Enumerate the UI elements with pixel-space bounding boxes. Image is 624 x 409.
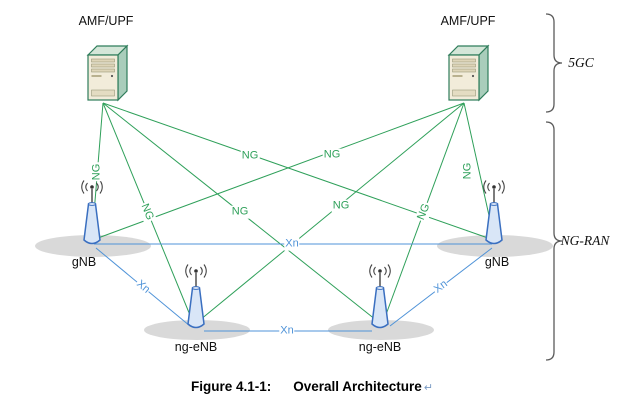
gnb-right-antenna-icon bbox=[483, 179, 505, 245]
node-shadow bbox=[437, 235, 553, 257]
ng-enb-right-label: ng-eNB bbox=[358, 339, 402, 354]
region-5gc-label: 5GC bbox=[568, 55, 594, 71]
amf-upf-left-label: AMF/UPF bbox=[78, 13, 134, 28]
ng-interface-label: NG bbox=[230, 205, 250, 219]
core-brace bbox=[545, 13, 563, 113]
region-ngran-label: NG-RAN bbox=[560, 233, 610, 249]
ng-interface-label: NG bbox=[322, 148, 342, 162]
amf-upf-left-server-icon bbox=[87, 45, 128, 101]
figure-number: Figure 4.1-1: bbox=[190, 379, 272, 394]
ng-interface-label: NG bbox=[90, 162, 104, 182]
node-shadow bbox=[144, 320, 250, 340]
xn-interface-label: Xn bbox=[279, 324, 295, 338]
figure-title-text: Overall Architecture bbox=[293, 379, 422, 394]
gnb-left-antenna-icon bbox=[81, 179, 103, 245]
ng-interface-label: NG bbox=[331, 199, 351, 213]
ng-enb-left-label: ng-eNB bbox=[174, 339, 218, 354]
node-shadow bbox=[35, 235, 151, 257]
ng-enb-right-antenna-icon bbox=[369, 263, 391, 329]
gnb-right-label: gNB bbox=[484, 254, 510, 269]
figure-title: Overall Architecture↵ bbox=[293, 379, 433, 394]
ng-interface-label: NG bbox=[461, 161, 475, 181]
return-mark: ↵ bbox=[423, 382, 434, 394]
figure-caption: Figure 4.1-1: Overall Architecture↵ bbox=[0, 379, 624, 394]
ng-interface-label: NG bbox=[240, 149, 260, 163]
amf-upf-right-server-icon bbox=[448, 45, 489, 101]
ran-brace bbox=[545, 121, 563, 361]
amf-upf-right-label: AMF/UPF bbox=[440, 13, 496, 28]
gnb-left-label: gNB bbox=[71, 254, 97, 269]
ng-link-line bbox=[97, 102, 465, 239]
ng-link-line bbox=[102, 102, 489, 239]
ng-enb-left-antenna-icon bbox=[185, 263, 207, 329]
node-shadow bbox=[328, 320, 434, 340]
xn-interface-label: Xn bbox=[284, 237, 300, 251]
